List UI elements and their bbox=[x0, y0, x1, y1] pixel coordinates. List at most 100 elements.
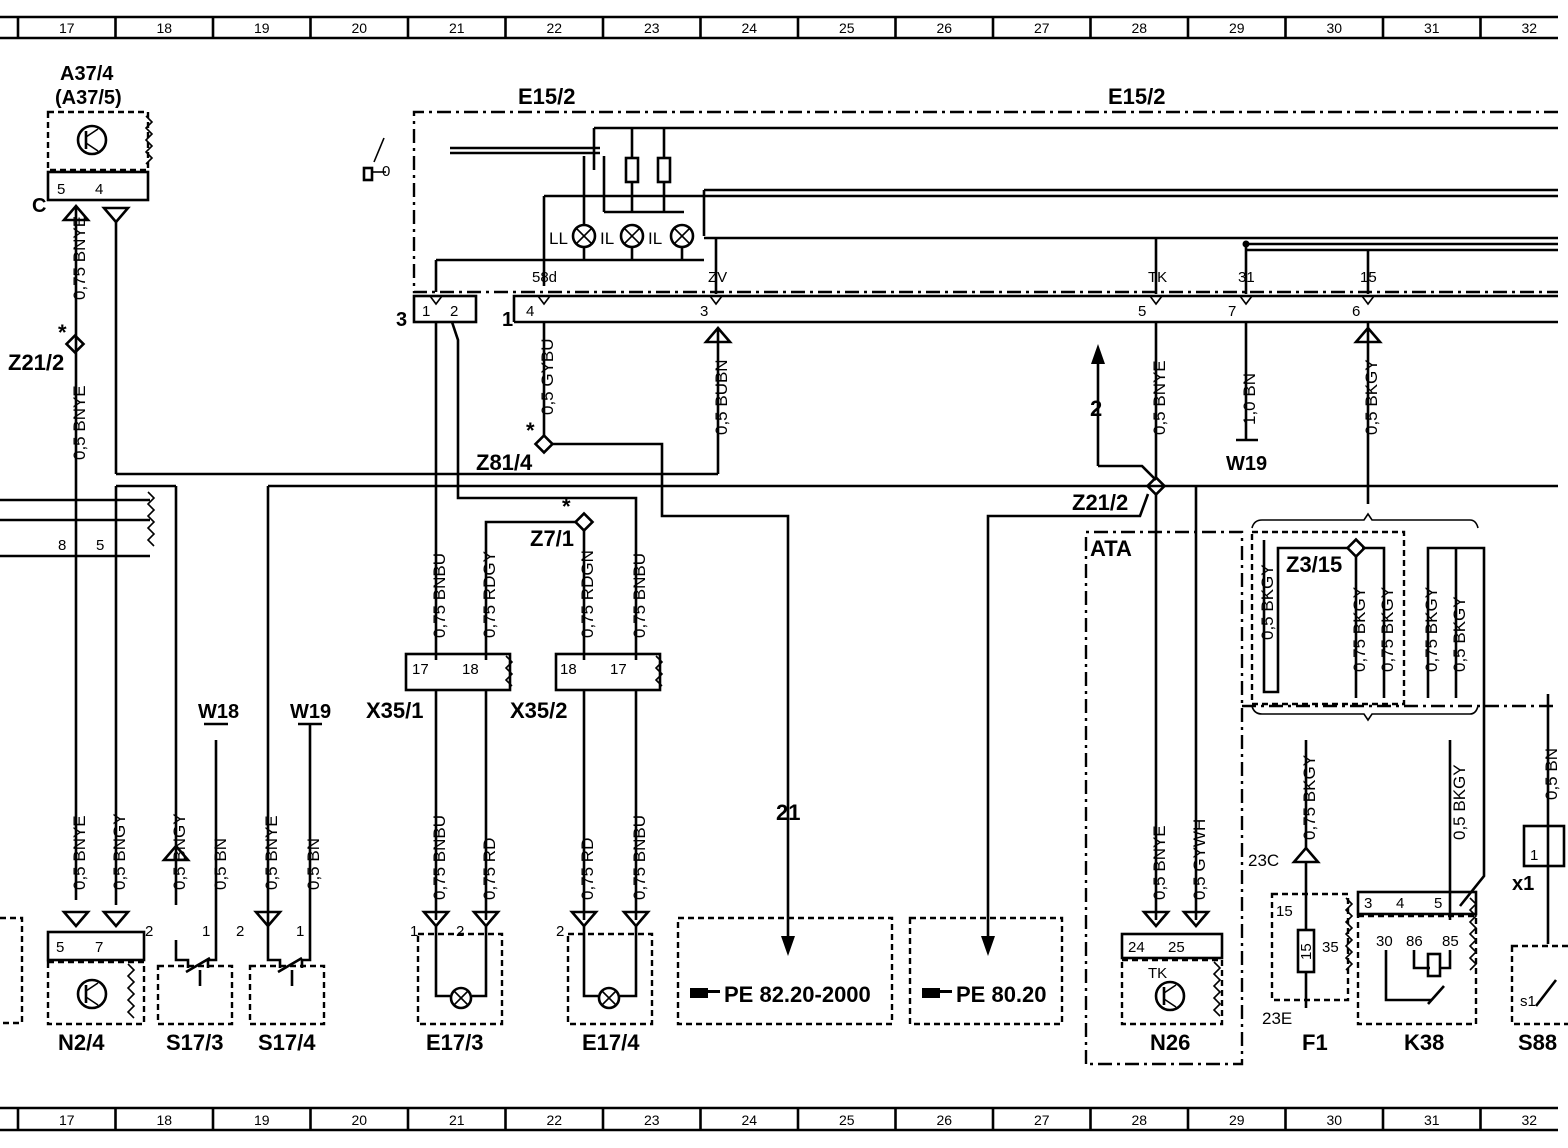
label-w19-left: W19 bbox=[290, 701, 331, 723]
n26-resistor-icon bbox=[1212, 961, 1222, 1017]
terminal-ll: LL bbox=[549, 229, 568, 248]
grid-column-label: 21 bbox=[449, 20, 465, 36]
terminal-s1: s1 bbox=[1520, 993, 1536, 1010]
pin-e15-5: 5 bbox=[1138, 303, 1146, 320]
pin-x35-2-17: 17 bbox=[610, 661, 627, 678]
wire-label-w3: 0,5 GYBU bbox=[538, 338, 557, 415]
pin-e15-7: 7 bbox=[1228, 303, 1236, 320]
pin-e15-6: 6 bbox=[1352, 303, 1360, 320]
ata-housing bbox=[1084, 530, 1244, 1066]
wire-label-w26: 0,75 BNBU bbox=[630, 815, 649, 900]
pin-s88-1: 1 bbox=[1530, 847, 1538, 864]
label-a37-5: (A37/5) bbox=[55, 87, 122, 109]
n2-4-resistor-icon bbox=[126, 963, 136, 1019]
label-ata: ATA bbox=[1090, 536, 1132, 561]
z21-2-mid-splice-icon bbox=[1145, 475, 1167, 497]
k38-resistor-icon bbox=[1468, 897, 1478, 971]
pin-e15-3: 3 bbox=[396, 309, 407, 331]
a37-4-housing bbox=[46, 110, 150, 172]
pin-x35-1-18: 18 bbox=[462, 661, 479, 678]
grid-bottom bbox=[0, 1106, 1558, 1132]
label-z21-2-mid: Z21/2 bbox=[1072, 490, 1128, 515]
label-n26: N26 bbox=[1150, 1030, 1190, 1055]
ref-text-82-20[interactable]: PE 82.20-2000 bbox=[724, 982, 871, 1007]
pin-e15-conn1: 1 bbox=[502, 309, 513, 331]
terminal-il1: IL bbox=[600, 229, 614, 248]
lamp-il1-icon bbox=[619, 223, 645, 249]
pin-n2-8: 8 bbox=[58, 537, 66, 554]
pin-e15-1: 1 bbox=[422, 303, 430, 320]
pin-e17-3-1: 1 bbox=[410, 923, 418, 940]
star-z7-1: * bbox=[562, 494, 571, 519]
pin-k38-85: 85 bbox=[1442, 933, 1459, 950]
wire-label-w2: 0,5 BNYE bbox=[70, 385, 89, 460]
terminal-58d: 58d bbox=[532, 269, 557, 286]
x35-2-resistor-icon bbox=[654, 655, 664, 687]
grid-column-label: 30 bbox=[1326, 20, 1342, 36]
label-f1: F1 bbox=[1302, 1030, 1328, 1055]
pin-s17-4-2: 2 bbox=[236, 923, 244, 940]
label-a37-4: A37/4 bbox=[60, 63, 114, 85]
wire-label-w21: 0,5 BNYE bbox=[262, 815, 281, 890]
grid-column-label: 23 bbox=[644, 1112, 660, 1128]
label-connector-c: C bbox=[32, 195, 46, 217]
terminal-31: 31 bbox=[1238, 269, 1255, 286]
wire-label-w14: 0,75 BKGY bbox=[1378, 587, 1397, 672]
f1-resistor-icon bbox=[1344, 897, 1354, 971]
star-z81-4: * bbox=[526, 418, 535, 443]
e17-3-housing bbox=[416, 932, 504, 1026]
e15-2-switch-icon: 0 bbox=[362, 137, 390, 182]
grid-column-label: 27 bbox=[1034, 1112, 1050, 1128]
s88-switch-icon bbox=[1534, 979, 1558, 1007]
wire-label-w16: 0,5 BKGY bbox=[1450, 596, 1469, 672]
a37-4-resistor-icon bbox=[144, 115, 154, 165]
s17-3-switch-icon bbox=[174, 940, 218, 986]
label-e15-2-right: E15/2 bbox=[1108, 84, 1166, 109]
label-s17-4: S17/4 bbox=[258, 1030, 316, 1055]
k38-contact-icon bbox=[1427, 985, 1445, 1005]
ref-text-80-20[interactable]: PE 80.20 bbox=[956, 982, 1047, 1007]
label-e15-2-left: E15/2 bbox=[518, 84, 576, 109]
label-w19-right: W19 bbox=[1226, 453, 1267, 475]
grid-column-label: 26 bbox=[936, 20, 952, 36]
grid-column-label: 31 bbox=[1424, 1112, 1440, 1128]
wire-label-w28: 0,5 GYWH bbox=[1190, 819, 1209, 900]
s88-housing bbox=[1510, 944, 1568, 1026]
e15-2-connector-1 bbox=[512, 294, 1558, 324]
terminal-23c: 23C bbox=[1248, 851, 1279, 870]
k38-housing bbox=[1356, 914, 1478, 1026]
wire-label-w8: 0,75 BNBU bbox=[430, 553, 449, 638]
star-z21-2: * bbox=[58, 320, 67, 345]
wire-label-w13: 0,75 BKGY bbox=[1350, 587, 1369, 672]
grid-column-label: 19 bbox=[254, 20, 270, 36]
wire-label-w12: 0,5 BKGY bbox=[1258, 564, 1277, 640]
z3-15-splice-icon bbox=[1345, 537, 1367, 559]
wire-label-w25: 0,75 RD bbox=[578, 838, 597, 900]
wire-label-w18: 0,5 BNGY bbox=[110, 813, 129, 890]
grid-column-label: 21 bbox=[449, 1112, 465, 1128]
grid-column-label: 19 bbox=[254, 1112, 270, 1128]
wire-label-w9: 0,75 RDGY bbox=[480, 551, 499, 638]
grid-column-label: 22 bbox=[546, 1112, 562, 1128]
z21-2-splice-icon bbox=[64, 333, 86, 355]
pin-s17-3-2: 2 bbox=[145, 923, 153, 940]
grid-column-label: 26 bbox=[936, 1112, 952, 1128]
terminal-tk: TK bbox=[1148, 269, 1167, 286]
pin-f1-35: 35 bbox=[1322, 939, 1339, 956]
ref-box-80-20 bbox=[908, 916, 1064, 1026]
wire-label-w22: 0,5 BN bbox=[304, 838, 323, 890]
pin-k38-86: 86 bbox=[1406, 933, 1423, 950]
pin-a37-5: 5 bbox=[57, 181, 65, 198]
s17-3-housing bbox=[156, 964, 234, 1026]
wire-label-w5: 0,5 BNYE bbox=[1150, 360, 1169, 435]
grid-column-label: 25 bbox=[839, 20, 855, 36]
grid-column-label: 23 bbox=[644, 20, 660, 36]
n26-housing bbox=[1120, 958, 1224, 1026]
label-n2-4: N2/4 bbox=[58, 1030, 105, 1055]
terminal-il2: IL bbox=[648, 229, 662, 248]
x35-1-resistor-icon bbox=[504, 655, 514, 687]
s17-4-switch-icon bbox=[266, 940, 312, 986]
e17-4-lamp-icon bbox=[597, 986, 621, 1010]
grid-column-label: 29 bbox=[1229, 20, 1245, 36]
